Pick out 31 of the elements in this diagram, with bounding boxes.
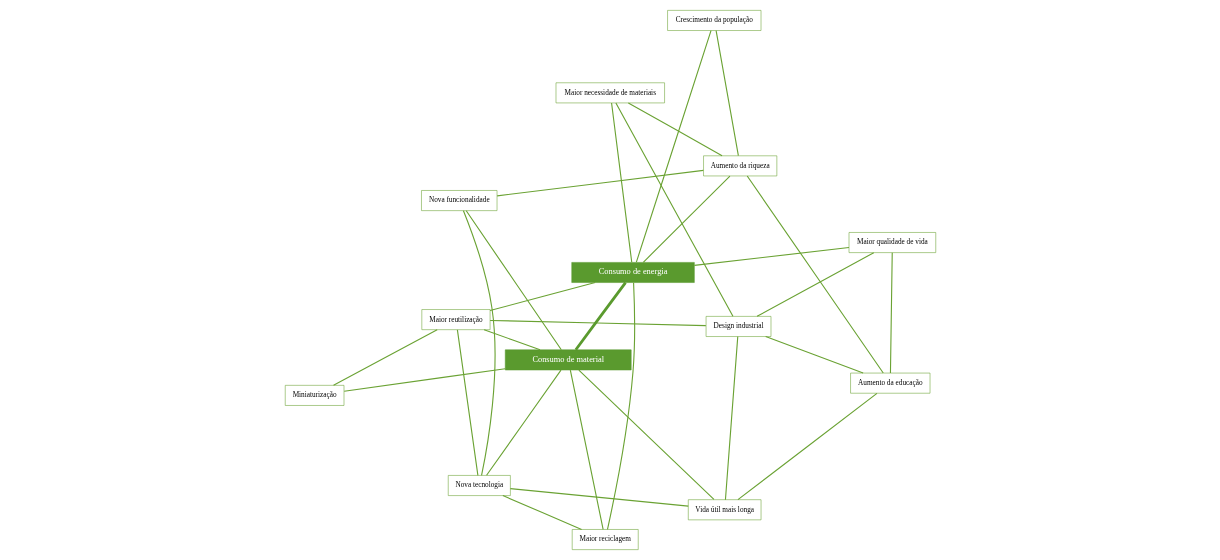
connector xyxy=(635,30,712,263)
connector xyxy=(715,30,739,157)
connector xyxy=(485,369,562,476)
connector xyxy=(574,281,627,351)
connector xyxy=(456,329,478,476)
connector xyxy=(489,319,706,327)
connector xyxy=(462,210,496,476)
connector xyxy=(465,210,562,351)
connector xyxy=(736,392,877,501)
node-box: Consumo de energia xyxy=(570,262,695,283)
connector xyxy=(332,329,438,386)
connector xyxy=(343,368,506,392)
connector xyxy=(756,252,874,317)
connector xyxy=(889,252,893,374)
connector xyxy=(509,488,689,507)
connector xyxy=(569,369,604,530)
connector xyxy=(577,369,714,501)
connector xyxy=(610,102,632,263)
connector xyxy=(614,102,733,317)
connector xyxy=(642,175,730,263)
connector xyxy=(606,282,635,530)
node-box: Consumo de material xyxy=(504,349,631,371)
connector xyxy=(693,247,850,266)
connector xyxy=(501,495,582,530)
connector xyxy=(627,102,723,157)
connector xyxy=(764,336,864,374)
connector xyxy=(489,282,596,312)
connector xyxy=(483,329,541,351)
connector xyxy=(746,175,884,374)
connector xyxy=(496,169,704,197)
connector xyxy=(724,336,738,501)
